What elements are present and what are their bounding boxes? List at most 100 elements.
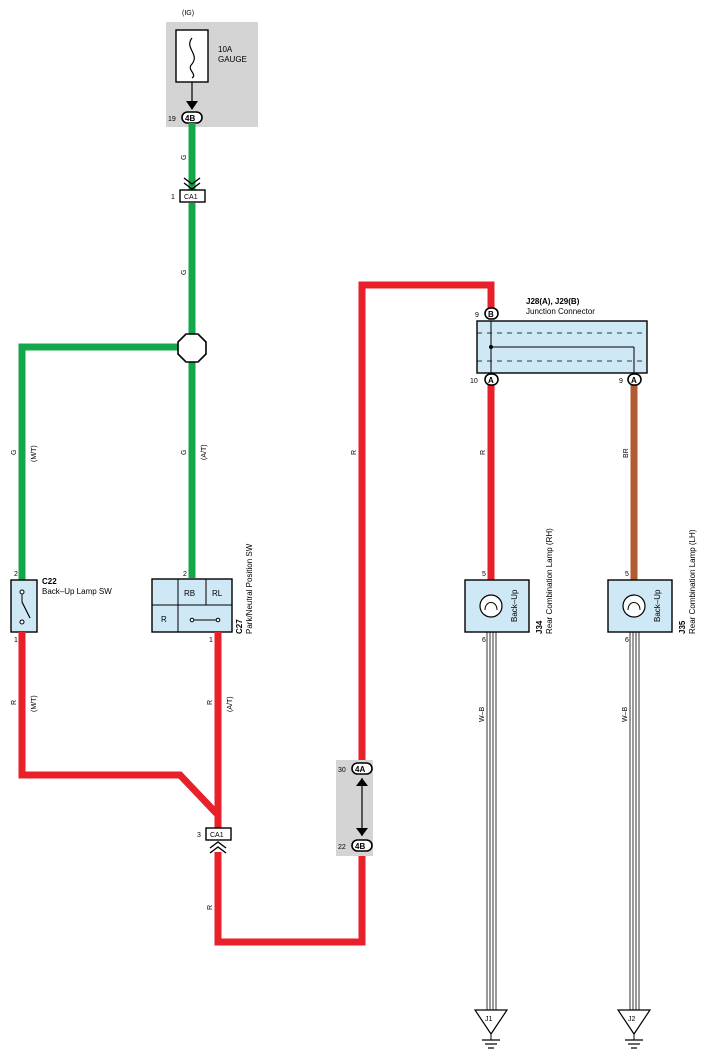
junction-pin-a1 [484,373,499,386]
wire-label-at-1: (A/T) [201,444,208,460]
ground-j1-triangle-icon [473,1009,509,1036]
fuse-arrow-icon [186,101,198,110]
wire-label-br: BR [623,448,630,458]
lamp-rh-filament-icon [484,602,498,611]
conn-4b-bottom-code: 4B [355,842,365,851]
fuse-amp: 10A [218,45,233,54]
wire-label-r-1: R [11,700,18,705]
park-contact-left [189,617,195,623]
conn-ca1-top-code: CA1 [184,194,198,201]
wire-label-r-3: R [207,905,214,910]
junction-node-icon [489,345,493,349]
conn-4b-bottom-pin: 22 [338,844,346,851]
conn-4a [351,762,373,775]
park-neutral-switch: RB RL R 2 1 C27 Park/Neutral Position SW [151,543,254,644]
red-wires [18,281,495,946]
park-switch-pin-bottom: 1 [209,637,213,644]
conn-4a-pin: 30 [338,767,346,774]
ig-label: (IG) [182,10,194,17]
backup-switch-name: Back–Up Lamp SW [42,587,112,596]
fuse-block: (IG) 10A GAUGE 4B 19 [166,10,258,127]
wire-label-g-4: G [181,450,188,455]
junction-code-b: B [488,310,494,319]
conn-4b-bottom [351,839,373,852]
junction-pin-a1-num: 10 [470,378,478,385]
junction-pin-b-num: 9 [475,312,479,319]
ca1-top-chevron-icon [183,177,201,190]
wire-label-wb-2: W–B [622,707,629,723]
wire-label-g-1: G [181,155,188,160]
park-switch-name: Park/Neutral Position SW [245,543,254,634]
switch-contact-top [19,589,25,595]
fuse-icon [189,37,195,79]
junction-pin-b [484,307,499,320]
backup-switch-id: C22 [42,577,57,586]
switch-blade-icon [21,601,31,619]
junction-subtitle: Junction Connector [526,307,595,316]
park-switch-id: C27 [235,619,244,634]
wire-label-mt-2: (M/T) [31,695,38,712]
mid-arrow-up-icon [356,778,368,786]
wire-label-wb-1: W–B [479,707,486,723]
conn-ca1-top [179,189,206,203]
conn-ca1-bottom-group: CA1 3 [197,827,232,854]
lamp-rh-name: Rear Combination Lamp (RH) [545,528,554,634]
lamp-rh: Back–Up 5 6 J34 Rear Combination Lamp (R… [464,528,554,644]
lamp-lh-label: Back–Up [653,589,662,622]
lamp-lh-pin-top: 5 [625,571,629,578]
fuse-name: GAUGE [218,55,247,64]
wire-r-bottom [214,852,366,946]
conn-4b-top-pin: 19 [168,116,176,123]
mid-connector-block: 4A 30 4B 22 [336,760,373,856]
conn-ca1-bottom-code: CA1 [210,832,224,839]
wire-g-mt [18,343,181,580]
lamp-rh-label: Back–Up [510,589,519,622]
mid-arrow-down-icon [356,828,368,836]
lamp-rh-id: J34 [535,620,544,634]
lamp-lh-name: Rear Combination Lamp (LH) [688,529,697,634]
lamp-lh-pin-bottom: 6 [625,637,629,644]
conn-4a-code: 4A [355,765,365,774]
lamp-lh-filament-icon [627,602,641,611]
ground-j1-label: J1 [485,1016,493,1023]
lamp-rh-bulb-icon [479,594,503,618]
ca1-bottom-chevron-icon [209,841,227,854]
wire-label-r-5: R [480,450,487,455]
park-switch-r: R [161,615,167,624]
lamp-lh-bulb-icon [622,594,646,618]
conn-4b-top-code: 4B [185,114,195,123]
splice-point-icon [177,333,207,363]
ground-wires [486,632,640,1010]
ground-j2-label: J2 [628,1016,636,1023]
conn-ca1-top-group: CA1 1 [171,177,206,203]
lamp-rh-pin-top: 5 [482,571,486,578]
junction-code-a2: A [631,376,637,385]
conn-ca1-bottom-pin: 3 [197,832,201,839]
lamp-rh-pin-bottom: 6 [482,637,486,644]
wire-label-g-3: G [11,450,18,455]
conn-ca1-bottom [205,827,232,841]
wire-label-r-2: R [207,700,214,705]
park-contact-right [215,617,221,623]
lamp-lh: Back–Up 5 6 J35 Rear Combination Lamp (L… [607,529,697,644]
park-switch-pin-top: 2 [183,571,187,578]
wire-label-g-2: G [181,270,188,275]
junction-connector: J28(A), J29(B) Junction Connector B 9 A … [470,297,648,386]
backup-switch-pin-bottom: 1 [14,637,18,644]
backup-lamp-switch: 2 1 C22 Back–Up Lamp SW [10,571,112,644]
junction-code-a1: A [488,376,494,385]
junction-pin-a2-num: 9 [619,378,623,385]
lamp-lh-id: J35 [678,620,687,634]
conn-ca1-top-pin: 1 [171,194,175,201]
switch-contact-bottom [19,619,25,625]
fuse-frame [175,29,209,83]
green-wires [18,123,196,580]
ground-j2-triangle-icon [616,1009,652,1036]
junction-pin-a2 [627,373,642,386]
ground-j1: J1 [473,1009,509,1049]
ground-j2: J2 [616,1009,652,1049]
junction-title: J28(A), J29(B) [526,297,580,306]
park-switch-rb: RB [184,589,195,598]
park-switch-rl: RL [212,589,223,598]
